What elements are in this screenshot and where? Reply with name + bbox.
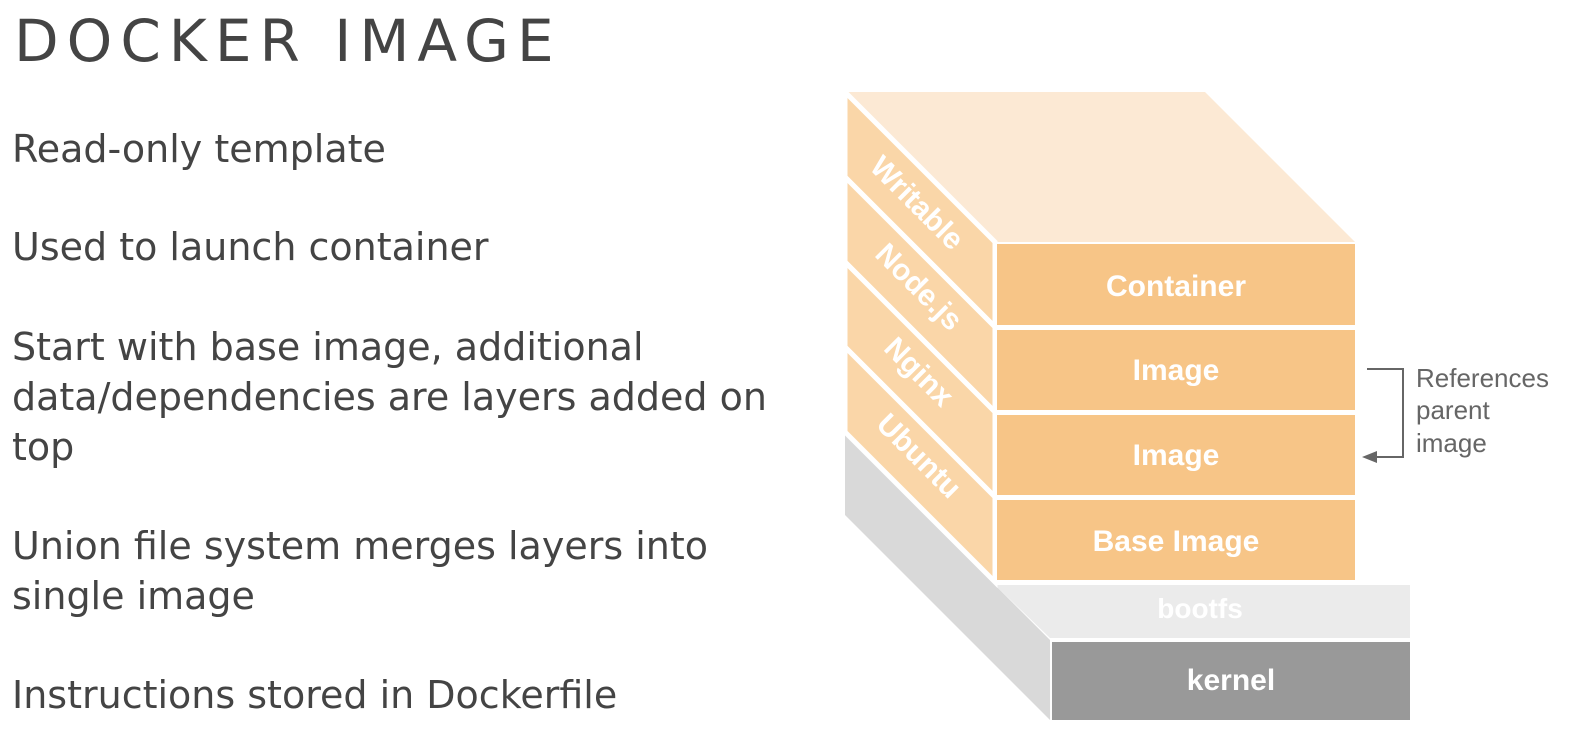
front-layer-image-top: [997, 330, 1355, 410]
reference-note-line-1: References: [1416, 363, 1549, 393]
bullet-dockerfile: Instructions stored in Dockerfile: [12, 673, 618, 717]
front-layer-image-lower: [997, 415, 1355, 495]
reference-arrowhead: [1362, 451, 1377, 463]
reference-bracket: [1367, 368, 1404, 458]
bootfs-layer: [995, 585, 1410, 638]
front-label-base-image: Base Image: [1093, 525, 1260, 558]
reference-note-line-3: image: [1416, 428, 1487, 458]
bullet-union-file-system: Union file system merges layers into sin…: [12, 524, 709, 618]
bullet-base-image-layers: Start with base image, additional data/d…: [12, 325, 767, 469]
kernel-layer: [1052, 642, 1410, 720]
front-label-image-top: Image: [1133, 354, 1220, 387]
base-side-face: [845, 435, 1050, 720]
kernel-label: kernel: [1187, 664, 1275, 697]
front-label-image-lower: Image: [1133, 439, 1220, 472]
slide-title: DOCKER IMAGE: [14, 7, 562, 75]
bullet-launch-container: Used to launch container: [12, 225, 489, 269]
front-layer-base-image: [997, 500, 1355, 580]
stack-top-face: [845, 92, 1355, 242]
side-face-ubuntu: [842, 340, 998, 589]
bootfs-label: bootfs: [1157, 593, 1243, 624]
front-layer-container: [997, 244, 1355, 325]
reference-note-line-2: parent: [1416, 395, 1490, 425]
front-label-container: Container: [1106, 270, 1246, 303]
bullet-read-only: Read-only template: [12, 127, 386, 171]
